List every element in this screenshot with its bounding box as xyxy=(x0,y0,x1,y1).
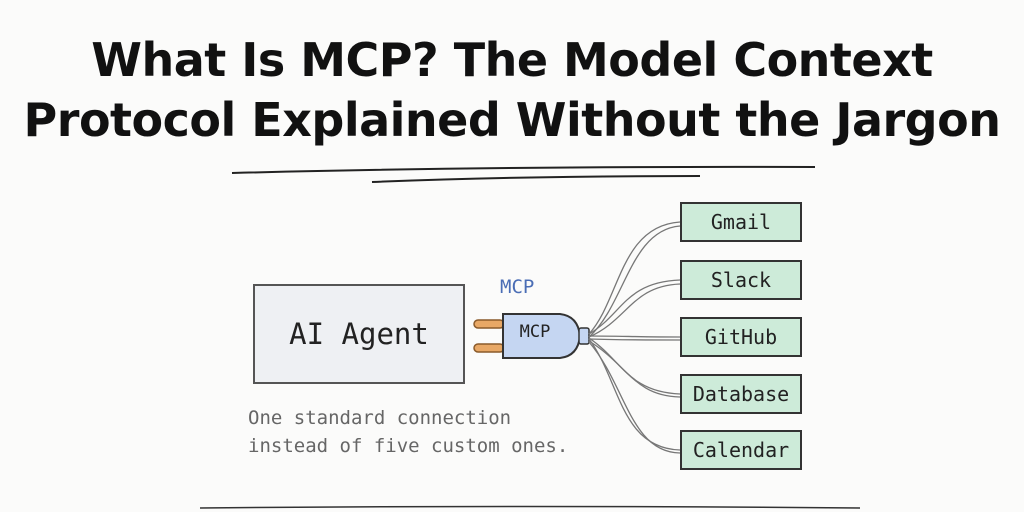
connection-line-database-2 xyxy=(588,340,681,398)
ai-agent-label: AI Agent xyxy=(289,317,429,351)
service-label-gmail: Gmail xyxy=(710,210,772,234)
service-box-calendar: Calendar xyxy=(680,430,802,470)
plug-label: MCP xyxy=(519,322,551,342)
connection-line-gmail xyxy=(588,221,681,335)
service-label-slack: Slack xyxy=(710,268,772,292)
title-underline-2 xyxy=(371,175,701,183)
service-box-slack: Slack xyxy=(680,260,802,300)
title-underline xyxy=(231,165,816,174)
connection-line-slack xyxy=(588,279,681,335)
title-line-2: Protocol Explained Without the Jargon xyxy=(23,93,1001,147)
title-line-1: What Is MCP? The Model Context xyxy=(91,33,933,87)
service-label-calendar: Calendar xyxy=(692,438,790,462)
connection-line-slack-2 xyxy=(588,283,681,338)
connection-line-github xyxy=(588,335,681,338)
connection-line-github-2 xyxy=(588,338,681,341)
service-box-github: GitHub xyxy=(680,317,802,357)
connection-line-gmail-2 xyxy=(588,225,681,338)
service-box-gmail: Gmail xyxy=(680,202,802,242)
connector-label: MCP xyxy=(500,276,535,298)
plug-tip xyxy=(578,327,590,345)
service-box-database: Database xyxy=(680,374,802,414)
ai-agent-box: AI Agent xyxy=(253,284,465,384)
caption-line-2: instead of five custom ones. xyxy=(248,435,569,457)
caption: One standard connection instead of five … xyxy=(248,404,568,460)
caption-line-1: One standard connection xyxy=(248,407,512,429)
plug-prong-top xyxy=(473,319,505,329)
connection-line-database xyxy=(588,337,681,395)
connection-line-calendar-2 xyxy=(588,341,681,454)
plug-prong-bottom xyxy=(473,343,505,353)
page-title: What Is MCP? The Model Context Protocol … xyxy=(0,30,1024,150)
service-label-database: Database xyxy=(692,382,790,406)
bottom-line xyxy=(199,505,861,509)
service-label-github: GitHub xyxy=(704,325,778,349)
connection-line-calendar xyxy=(588,338,681,451)
